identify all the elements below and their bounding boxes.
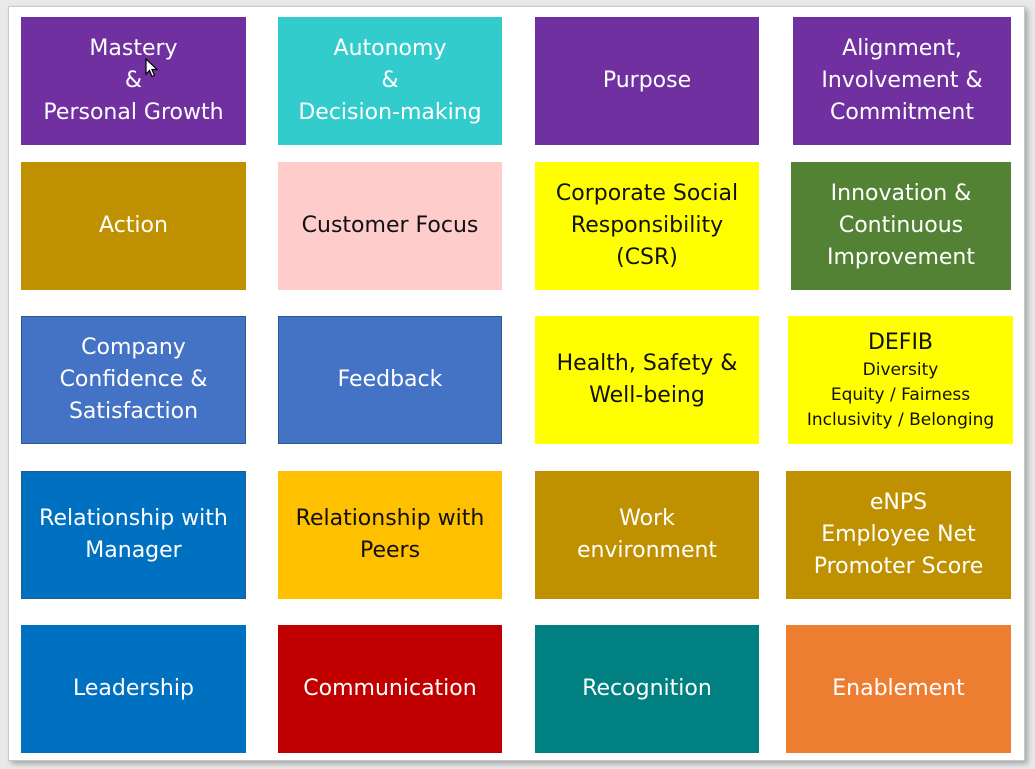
- tile-sublabel-line: Diversity: [862, 359, 939, 380]
- tile-enablement: Enablement: [786, 625, 1011, 753]
- tile-label-line: Action: [99, 213, 168, 238]
- tile-label-line: Well-being: [589, 383, 705, 408]
- tile-label-line: Promoter Score: [813, 554, 984, 579]
- tile-leadership: Leadership: [21, 625, 246, 753]
- tile-alignment: Alignment, Involvement & Commitment: [793, 17, 1011, 145]
- tile-label-line: Alignment,: [842, 36, 962, 61]
- tile-label-line: eNPS: [869, 490, 928, 515]
- tile-label-line: &: [381, 68, 399, 93]
- tile-label-line: DEFIB: [867, 329, 934, 355]
- tile-label-line: Continuous: [838, 213, 964, 238]
- tile-label-line: Personal Growth: [43, 100, 224, 125]
- tile-feedback: Feedback: [278, 316, 502, 444]
- tile-label-line: Employee Net: [821, 522, 976, 547]
- tile-label-line: Corporate Social: [555, 181, 739, 206]
- tile-label-line: Feedback: [337, 367, 443, 392]
- tile-label-line: Autonomy: [333, 36, 447, 61]
- tile-label-line: environment: [576, 538, 718, 563]
- tile-label-line: Satisfaction: [68, 399, 199, 424]
- tile-label-line: Innovation &: [830, 181, 972, 206]
- tile-action: Action: [21, 162, 246, 290]
- tile-label-line: Work: [619, 506, 675, 531]
- tile-label-line: Health, Safety &: [556, 351, 738, 376]
- tile-label-line: Company: [81, 335, 186, 360]
- tile-sublabel-line: Equity / Fairness: [830, 384, 971, 405]
- tile-label-line: Mastery: [89, 36, 178, 61]
- tile-label-line: Relationship with: [295, 506, 485, 531]
- tile-sublabel-line: Inclusivity / Belonging: [806, 409, 995, 430]
- tile-label-line: Responsibility: [570, 213, 724, 238]
- tile-label-line: Involvement &: [821, 68, 983, 93]
- diagram-frame: Mastery & Personal Growth Autonomy & Decision…: [8, 6, 1025, 761]
- tile-label-line: Commitment: [830, 100, 974, 125]
- tile-communication: Communication: [278, 625, 502, 753]
- tile-autonomy: Autonomy & Decision-making: [278, 17, 502, 145]
- tile-label-line: Customer Focus: [301, 213, 479, 238]
- tile-customer-focus: Customer Focus: [278, 162, 502, 290]
- tile-label-line: Communication: [303, 676, 477, 701]
- tile-recognition: Recognition: [535, 625, 759, 753]
- tile-label-line: Decision-making: [298, 100, 482, 125]
- tile-label-line: Relationship with: [39, 506, 228, 531]
- tile-purpose: Purpose: [535, 17, 759, 145]
- tile-label-line: Recognition: [582, 676, 712, 701]
- tile-label-line: Peers: [359, 538, 421, 563]
- tile-label-line: Improvement: [827, 245, 975, 270]
- tile-label-line: Manager: [85, 538, 182, 563]
- tile-label-line: Enablement: [832, 676, 965, 701]
- tile-work-environment: Work environment: [535, 471, 759, 599]
- tile-label-line: (CSR): [616, 245, 678, 270]
- tile-health-safety: Health, Safety & Well-being: [535, 316, 759, 444]
- tile-mastery: Mastery & Personal Growth: [21, 17, 246, 145]
- tile-label-line: Confidence &: [59, 367, 208, 392]
- tile-label-line: Leadership: [73, 676, 194, 701]
- tile-label-line: Purpose: [602, 68, 692, 93]
- tile-label-line: &: [124, 68, 143, 93]
